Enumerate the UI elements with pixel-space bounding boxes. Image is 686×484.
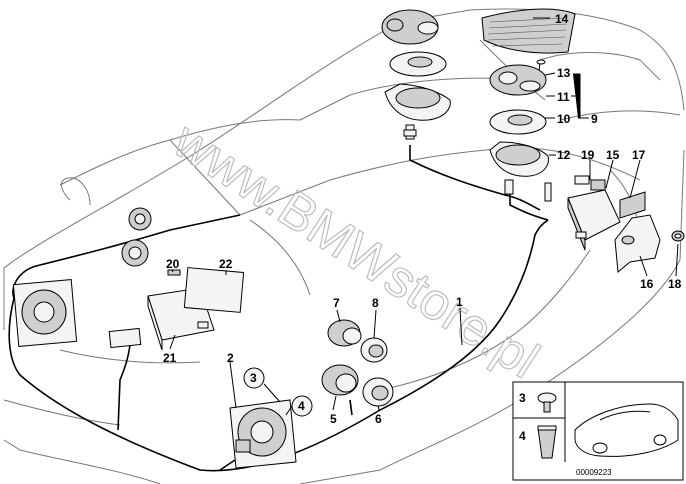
front-door-speaker [12, 279, 78, 347]
rear-speaker-housing-left [384, 83, 451, 140]
callout-17: 17 [632, 148, 646, 162]
legend-item-4: 4 [519, 429, 526, 443]
tweeter-pair [121, 207, 152, 267]
legend-box: 3 4 00009223 [512, 381, 684, 481]
callout-7: 7 [333, 296, 340, 310]
callout-22: 22 [219, 257, 233, 271]
callout-14: 14 [555, 12, 569, 26]
push-rivet-icon [537, 392, 557, 413]
callout-21: 21 [163, 351, 177, 365]
rear-speaker-cover-left [381, 9, 439, 45]
amplifier [567, 189, 621, 251]
callout-12: 12 [557, 148, 571, 162]
callout-19: 19 [581, 148, 595, 162]
car-silhouette-icon [574, 403, 679, 457]
callout-3: 3 [250, 371, 257, 385]
small-clip [167, 269, 181, 276]
connector-plug [574, 175, 606, 191]
callout-20: 20 [166, 257, 180, 271]
expanding-nut-icon [537, 425, 557, 459]
speaker-cover-right [489, 64, 547, 96]
catalog-number: 00009223 [576, 468, 612, 477]
grommet-ring [360, 337, 388, 363]
speaker-ring-right [489, 109, 547, 135]
callout-1: 1 [456, 295, 463, 309]
rear-speaker-ring-left [389, 51, 447, 77]
callout-16: 16 [640, 277, 654, 291]
callout-numbers: 14 13 11 10 9 12 19 15 17 16 18 1 7 8 5 … [163, 12, 682, 426]
callout-8: 8 [372, 296, 379, 310]
callout-9: 9 [591, 112, 598, 126]
leader-lines [169, 17, 679, 416]
callout-5: 5 [330, 412, 337, 426]
door-speaker [229, 399, 297, 469]
callout-18: 18 [668, 277, 682, 291]
bellows-grommet [321, 364, 359, 396]
callout-15: 15 [606, 148, 620, 162]
bracket-nut [671, 230, 685, 242]
mounting-bracket [614, 214, 661, 273]
grommet-large [327, 319, 362, 347]
callout-11: 11 [557, 90, 570, 104]
relay-module [108, 327, 142, 349]
amplifier-strap [619, 191, 646, 219]
callout-13: 13 [557, 66, 571, 80]
speaker-grille [481, 8, 576, 54]
speaker-housing-right [489, 141, 552, 202]
callout-10: 10 [557, 112, 571, 126]
sealing-ring [362, 377, 394, 407]
callout-2: 2 [227, 351, 234, 365]
callout-4: 4 [298, 399, 305, 413]
callout-6: 6 [375, 412, 382, 426]
label-plate [183, 267, 245, 313]
legend-item-3: 3 [519, 391, 526, 405]
